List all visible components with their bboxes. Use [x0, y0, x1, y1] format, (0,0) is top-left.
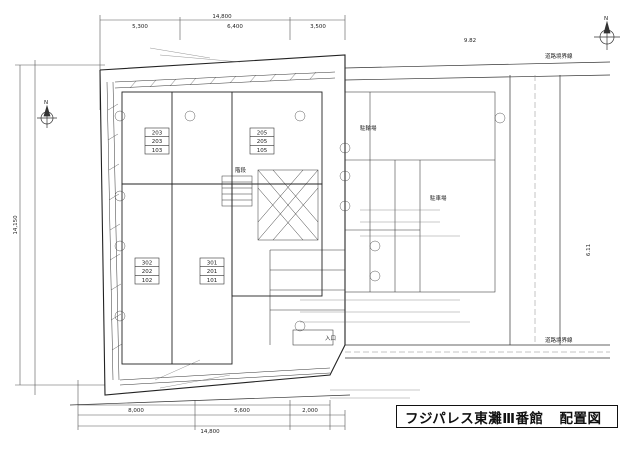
room-label: 203	[152, 131, 163, 137]
hatch-ticks-top	[129, 71, 317, 89]
dim-road-a: 9.82	[464, 38, 476, 44]
room-label: 301	[207, 261, 218, 267]
room-label: 201	[207, 269, 218, 275]
label-stair: 階段	[235, 166, 247, 174]
north-arrow-left	[37, 104, 57, 128]
parking-area	[269, 91, 496, 346]
hatch-ticks-left	[107, 103, 123, 351]
room-label: 105	[257, 148, 268, 154]
dim-top-left: 5,300	[132, 24, 148, 30]
label-north-right: N	[604, 16, 608, 22]
building-name: フジパレス東灘Ⅲ番館	[405, 410, 544, 427]
dim-bottom-mid: 5,600	[234, 408, 250, 414]
title-block: フジパレス東灘Ⅲ番館 配置図	[396, 405, 618, 428]
north-arrow-right	[594, 20, 620, 50]
area-labels: 道路境界線 道路境界線 駐輪場 駐車場 入口 階段 N N	[44, 16, 608, 344]
room-label: 102	[142, 278, 153, 284]
dim-bottom-total: 14,800	[200, 429, 220, 435]
level-marks	[114, 110, 506, 332]
road-edges	[69, 61, 611, 406]
label-entrance: 入口	[325, 335, 336, 342]
label-bicycle: 駐輪場	[360, 124, 377, 132]
dim-bottom-left: 8,000	[128, 408, 144, 414]
road-centerline	[345, 75, 610, 353]
dim-top-right: 3,500	[310, 24, 326, 30]
site-boundary	[99, 54, 346, 396]
room-label: 203	[152, 139, 163, 145]
sheet-name: 配置図	[559, 410, 602, 427]
room-label: 101	[207, 278, 218, 284]
label-road-bottom-right: 道路境界線	[545, 336, 573, 344]
room-label: 205	[257, 139, 268, 145]
dim-top-mid: 6,400	[227, 24, 243, 30]
hatched-walls	[106, 71, 336, 386]
dimension-text: 14,800 5,300 6,400 3,500 14,800 8,000 5,…	[13, 14, 592, 435]
outer-dimension-lines	[15, 15, 346, 430]
room-label: 205	[257, 131, 268, 137]
room-label: 202	[142, 269, 153, 275]
dim-bottom-right: 2,000	[302, 408, 318, 414]
label-road-top-right: 道路境界線	[545, 52, 573, 60]
room-label: 103	[152, 148, 163, 154]
leader-lines	[149, 47, 470, 399]
dim-road-width: 6.11	[586, 244, 592, 256]
room-number-text: 203 203 103 205 205 105 302 202 102 301 …	[142, 131, 268, 284]
label-parking: 駐車場	[430, 194, 447, 202]
room-label: 302	[142, 261, 153, 267]
room-number-blocks	[134, 127, 275, 285]
label-north-left: N	[44, 100, 48, 106]
dim-top-total: 14,800	[212, 14, 232, 20]
dim-left-total: 14,150	[13, 215, 19, 235]
stair-core	[221, 169, 319, 241]
